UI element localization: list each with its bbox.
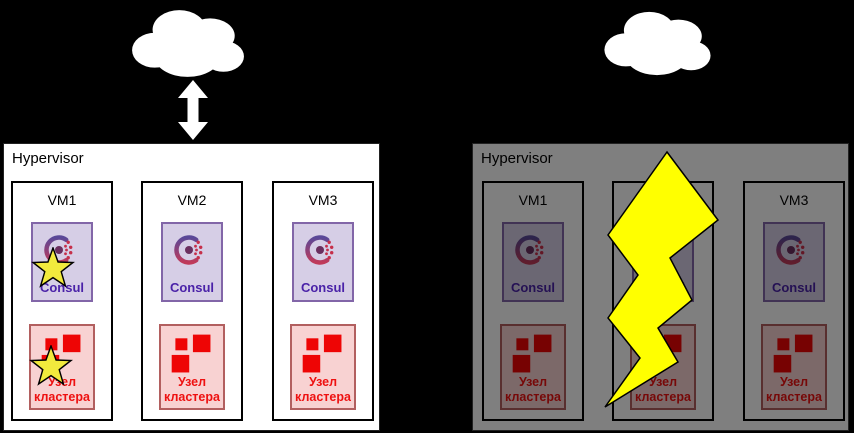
left-vm2-label: VM2 — [177, 192, 207, 208]
left-vm1-consul-label: Consul — [39, 280, 85, 295]
cluster-label-line2: кластера — [34, 389, 90, 404]
cluster-squares-icon — [171, 334, 211, 373]
cluster-label-line1: Узел — [308, 375, 338, 390]
left-vm2-cluster-box: Узел кластера — [159, 324, 225, 410]
star-icon — [29, 345, 73, 386]
left-vm3-consul-box: Consul — [292, 222, 354, 302]
cluster-label-line2: кластера — [164, 389, 220, 404]
hypervisor-left-label: Hypervisor — [12, 150, 84, 167]
left-vm1: VM1 Consul — [11, 181, 113, 421]
lightning-bolt-icon — [604, 150, 720, 408]
cluster-label-line1: Узел — [177, 375, 207, 390]
consul-logo-icon — [174, 235, 203, 265]
cloud-icon — [132, 10, 244, 77]
cloud-icon — [604, 11, 711, 76]
left-vm3-label: VM3 — [308, 192, 338, 208]
star-icon — [31, 247, 75, 288]
hypervisor-left: Hypervisor VM1 Cons — [3, 143, 380, 431]
left-vm3: VM3 Consul — [272, 181, 374, 421]
left-vm2: VM2 Consul — [141, 181, 243, 421]
left-vm2-consul-label: Consul — [169, 280, 215, 295]
left-vm2-consul-box: Consul — [161, 222, 223, 302]
left-vm3-consul-label: Consul — [300, 280, 346, 295]
cluster-label-line2: кластера — [295, 389, 351, 404]
left-vm2-cluster-label: Узел кластера — [161, 375, 223, 404]
left-vm3-cluster-box: Узел кластера — [290, 324, 356, 410]
cluster-squares-icon — [302, 334, 342, 373]
double-headed-arrow-icon — [178, 80, 208, 140]
left-vm1-label: VM1 — [47, 192, 77, 208]
consul-logo-icon — [305, 235, 334, 265]
consul-logo-icon — [44, 235, 73, 265]
left-vm3-cluster-label: Узел кластера — [292, 375, 354, 404]
